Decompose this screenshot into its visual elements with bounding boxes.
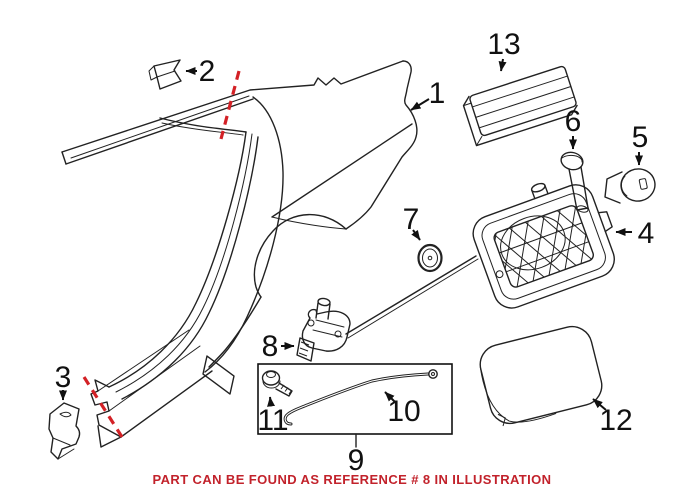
- red-dashed-markers: [82, 70, 241, 438]
- label-7: 7: [403, 203, 420, 236]
- actuator-cable: [345, 255, 477, 335]
- label-5: 5: [632, 121, 649, 154]
- quarter-panel-art: [61, 60, 418, 448]
- part-12-filler-door: 12: [479, 325, 633, 437]
- dashed-line-bottom: [82, 376, 124, 438]
- part-13-vent-grille: 13: [462, 28, 578, 147]
- label-9: 9: [348, 444, 365, 477]
- label-13: 13: [487, 28, 520, 61]
- arrow-13: [498, 58, 507, 72]
- arrow-1: [410, 98, 430, 111]
- footer-notice: PART CAN BE FOUND AS REFERENCE # 8 IN IL…: [153, 472, 552, 487]
- label-2: 2: [199, 55, 216, 88]
- part-10-cable: 10: [283, 369, 438, 428]
- arrow-7: [411, 229, 421, 241]
- part-7-seal: 7: [403, 203, 443, 273]
- callout-1: 1: [410, 77, 446, 111]
- label-6: 6: [565, 105, 582, 138]
- kit-box-frame: [257, 363, 453, 435]
- label-3: 3: [55, 361, 72, 394]
- dashed-line-top: [219, 70, 241, 140]
- part-11-bolt: 11: [257, 370, 293, 437]
- arrow-11: [267, 396, 276, 407]
- label-10: 10: [387, 395, 420, 428]
- part-2-clip: 2: [148, 55, 216, 90]
- part-9-kit-box: 9 11 10: [257, 363, 453, 477]
- arrow-12: [592, 398, 607, 411]
- label-11: 11: [257, 404, 288, 437]
- part-3-bracket: 3: [48, 361, 81, 460]
- part-4-filler-pocket: 4: [472, 182, 655, 309]
- part-5-grommet: 5: [604, 121, 656, 204]
- label-1: 1: [429, 77, 446, 110]
- part-6-screw: 6: [560, 105, 589, 213]
- label-4: 4: [638, 217, 655, 250]
- part-8-actuator: 8: [262, 255, 479, 363]
- label-8: 8: [262, 330, 279, 363]
- arrow-10: [384, 391, 397, 404]
- label-12: 12: [599, 404, 632, 437]
